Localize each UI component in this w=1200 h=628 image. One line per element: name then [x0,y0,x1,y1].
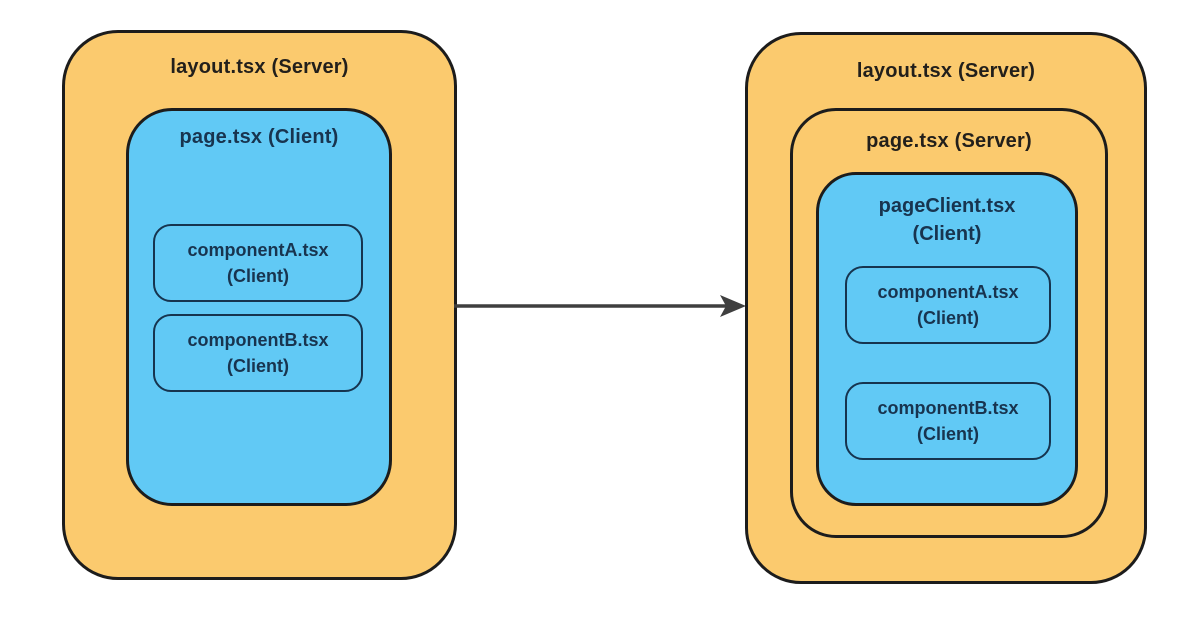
right-component-b-type: (Client) [917,424,979,444]
right-page-server-label: page.tsx (Server) [866,130,1032,152]
left-component-b-box: componentB.tsx (Client) [153,314,363,392]
right-component-a-type: (Client) [917,308,979,328]
right-component-b-name: componentB.tsx [877,398,1019,418]
right-pageclient-label: pageClient.tsx (Client) [819,192,1075,248]
left-component-a-box: componentA.tsx (Client) [153,224,363,302]
right-pageclient-box: pageClient.tsx (Client) componentA.tsx (… [816,172,1078,506]
left-component-a-type: (Client) [227,266,289,286]
right-component-a-box: componentA.tsx (Client) [845,266,1051,344]
left-component-a-name: componentA.tsx [187,240,329,260]
right-component-b-box: componentB.tsx (Client) [845,382,1051,460]
left-component-b-type: (Client) [227,356,289,376]
left-layout-server-label: layout.tsx (Server) [170,56,349,78]
right-layout-server-box: layout.tsx (Server) page.tsx (Server) pa… [745,32,1147,584]
right-pageclient-label-line1: pageClient.tsx [878,195,1016,217]
left-page-client-label: page.tsx (Client) [179,126,339,148]
arrow-icon [454,295,746,317]
left-layout-server-box: layout.tsx (Server) page.tsx (Client) co… [62,30,457,580]
right-component-a-name: componentA.tsx [877,282,1019,302]
right-pageclient-label-line2: (Client) [912,223,982,245]
right-layout-server-label: layout.tsx (Server) [856,60,1036,82]
right-page-server-box: page.tsx (Server) pageClient.tsx (Client… [790,108,1108,538]
left-page-client-box: page.tsx (Client) componentA.tsx (Client… [126,108,392,506]
left-component-b-name: componentB.tsx [187,330,329,350]
transition-arrow [452,288,748,324]
